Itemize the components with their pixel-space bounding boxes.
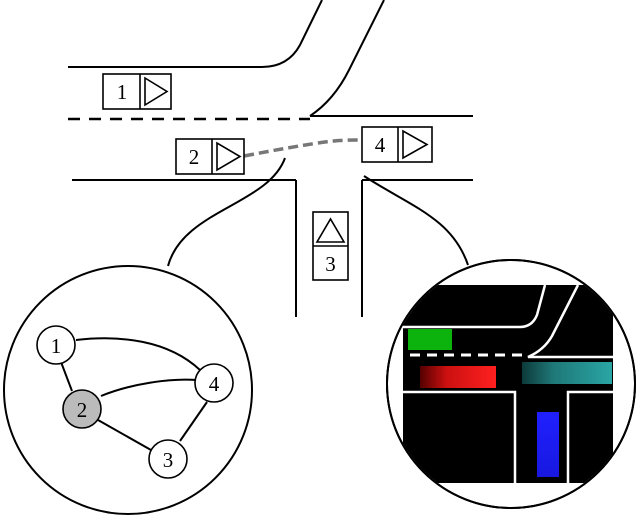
edge-1-2 <box>60 361 73 392</box>
raster-vehicle-red <box>420 366 496 388</box>
road-scene <box>68 0 473 317</box>
connector-to-raster-circle <box>363 175 469 266</box>
raster-vehicle-green <box>408 329 452 350</box>
raster-vehicle-blue <box>537 412 559 477</box>
graph-node-1-shape <box>36 325 76 365</box>
vehicle-1-heading-arrow-icon <box>144 76 169 107</box>
graph-node-4-shape <box>194 363 234 403</box>
vehicle-1-label: 1 <box>117 80 128 104</box>
vehicle-4: 4 <box>361 126 433 163</box>
vehicle-1: 1 <box>102 73 172 110</box>
graph-node-4: 4 <box>194 363 234 403</box>
raster-road-top-left <box>403 284 547 329</box>
vehicle-2: 2 <box>175 138 245 175</box>
vehicle-3-heading-arrow-icon <box>315 217 346 243</box>
vehicle-2-heading-arrow-icon <box>216 141 242 172</box>
vehicle-3: 3 <box>312 211 349 281</box>
vehicle-3-label: 3 <box>325 252 336 276</box>
vehicle-4-label: 4 <box>375 133 386 157</box>
connector-to-graph-circle <box>167 157 286 267</box>
graph-edges <box>60 337 208 451</box>
graph-node-1: 1 <box>36 325 76 365</box>
edge-2-3 <box>97 419 152 451</box>
raster-view-panel <box>386 259 636 509</box>
road-top-edge-left <box>68 0 323 68</box>
graph-node-3-shape <box>148 439 188 479</box>
interaction-graph-panel: 1 2 3 4 <box>3 265 253 515</box>
edge-1-4 <box>75 337 201 371</box>
edge-2-4 <box>100 378 198 397</box>
graph-node-4-label: 4 <box>209 372 220 396</box>
graph-node-3: 3 <box>148 439 188 479</box>
graph-node-2: 2 <box>62 389 102 429</box>
vehicle-2-label: 2 <box>189 145 200 169</box>
graph-node-1-label: 1 <box>51 334 62 358</box>
edge-3-4 <box>179 401 208 442</box>
raster-road-top-right <box>527 284 613 359</box>
raster-vehicle-teal <box>522 362 612 384</box>
vehicle-4-heading-arrow-icon <box>402 129 429 160</box>
raster-road-bottom-right <box>566 390 613 483</box>
raster-road-bottom-left <box>403 390 517 483</box>
graph-node-3-label: 3 <box>163 448 174 472</box>
graph-node-2-shape <box>62 389 102 429</box>
graph-node-2-label: 2 <box>77 398 88 422</box>
road-top-edge-right <box>309 0 385 117</box>
vehicle-2-trajectory <box>243 138 359 158</box>
